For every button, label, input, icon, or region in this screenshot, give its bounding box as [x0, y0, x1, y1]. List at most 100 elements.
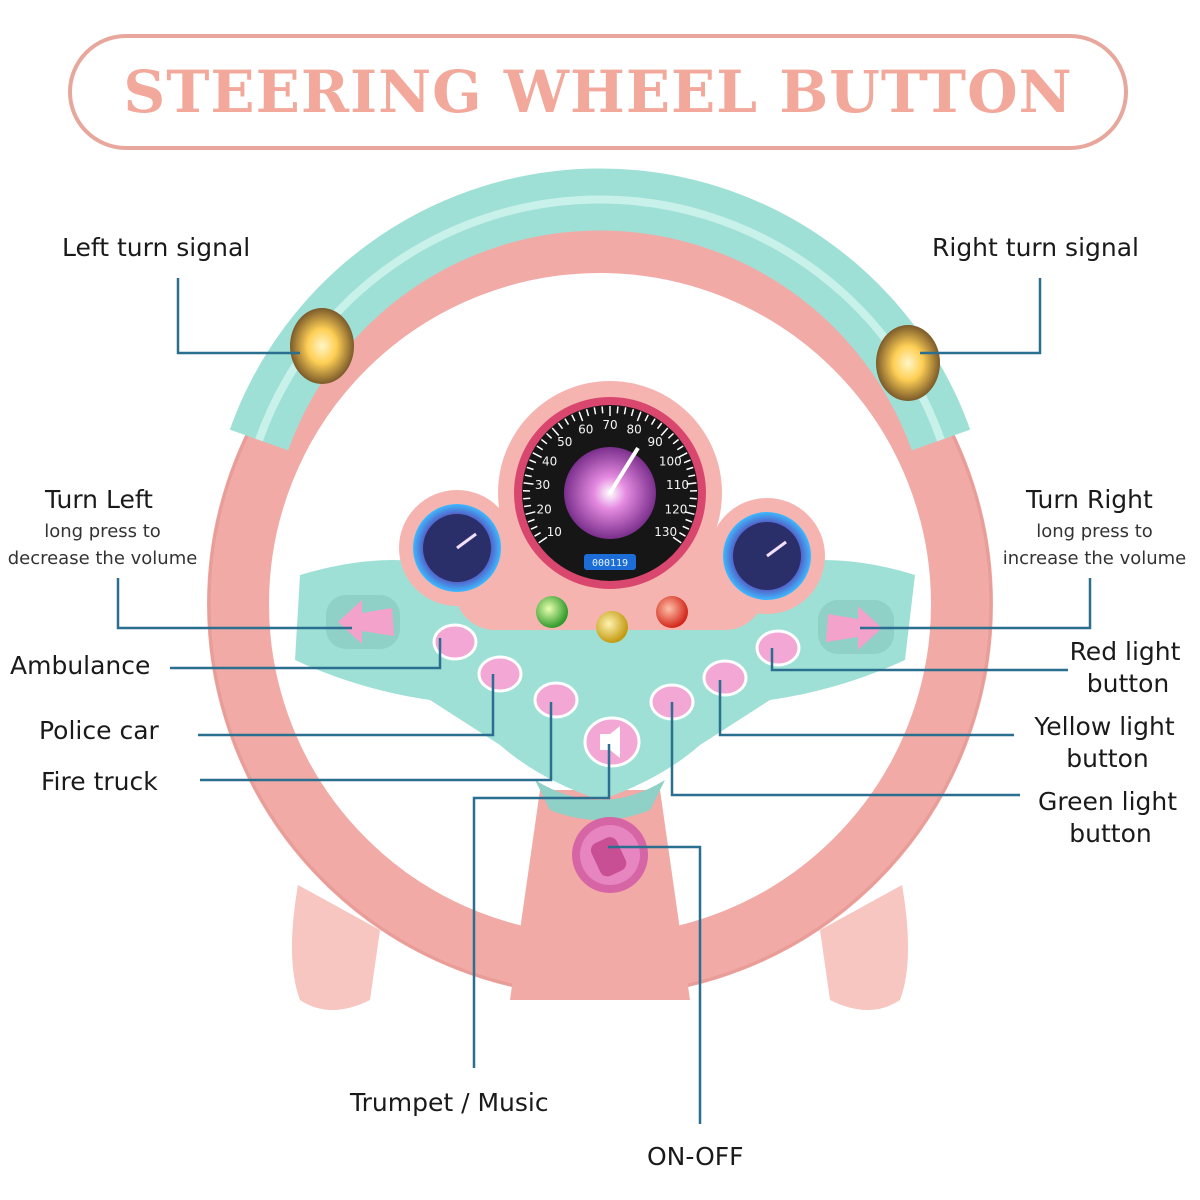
- speed-tick-mark: [686, 466, 694, 471]
- speed-tick-mark: [656, 422, 663, 430]
- speed-tick-mark: [523, 482, 534, 485]
- speed-tick-label: 30: [535, 478, 550, 492]
- speed-tick-mark: [578, 411, 584, 422]
- horn-icon: [600, 726, 620, 758]
- speed-tick-mark: [540, 438, 548, 445]
- label-turn-right-note-1: long press to: [1036, 521, 1153, 542]
- red-led: [656, 596, 688, 628]
- label-turn-left: Turn Left: [45, 485, 153, 514]
- speed-tick-mark: [672, 438, 680, 445]
- fire-truck-button[interactable]: [533, 681, 579, 719]
- ambulance-button[interactable]: [432, 623, 478, 661]
- label-left-turn-signal: Left turn signal: [62, 233, 251, 262]
- speed-tick-label: 120: [664, 503, 687, 517]
- speed-tick-mark: [530, 525, 538, 530]
- speed-tick-mark: [526, 466, 534, 471]
- speed-tick-mark: [557, 422, 564, 430]
- speed-tick-mark: [667, 432, 675, 439]
- odometer-text: 000119: [592, 558, 628, 569]
- green-led: [536, 596, 568, 628]
- speed-tick-mark: [564, 418, 570, 425]
- speed-tick-mark: [676, 445, 684, 451]
- speed-tick-mark: [683, 459, 691, 464]
- label-right-turn-signal: Right turn signal: [932, 233, 1140, 262]
- yellow-light-button[interactable]: [702, 659, 748, 697]
- speed-tick-label: 70: [602, 418, 617, 432]
- speed-tick-mark: [545, 432, 553, 439]
- police-car-button[interactable]: [477, 655, 523, 693]
- label-trumpet-music: Trumpet / Music: [350, 1088, 549, 1117]
- right-arrow-icon: [826, 606, 882, 650]
- speed-tick-mark: [644, 414, 649, 422]
- speed-tick-mark: [551, 427, 560, 436]
- speed-tick-mark: [616, 406, 619, 414]
- control-panel: [295, 560, 915, 800]
- speed-tick-mark: [585, 408, 590, 417]
- left-arrow-icon: [338, 600, 394, 644]
- turn-right-button[interactable]: [818, 600, 894, 654]
- label-police-car: Police car: [39, 716, 159, 745]
- speedometer-needle: [608, 446, 640, 495]
- speed-tick-mark: [571, 414, 576, 422]
- speed-tick-mark: [688, 504, 697, 508]
- speed-tick-mark: [525, 511, 536, 516]
- speed-tick-label: 10: [547, 525, 562, 539]
- speed-tick-mark: [679, 532, 686, 537]
- speed-tick-mark: [630, 408, 635, 417]
- title-banner: STEERING WHEEL BUTTON: [68, 34, 1128, 150]
- label-turn-right-note-2: increase the volume: [1002, 548, 1187, 569]
- speed-tick-label: 20: [536, 503, 551, 517]
- left-foot: [291, 885, 380, 1010]
- speed-tick-mark: [536, 445, 544, 451]
- label-turn-right: Turn Right: [1026, 485, 1153, 514]
- speed-tick-mark: [689, 497, 697, 500]
- speed-tick-mark: [532, 452, 543, 459]
- speed-tick-label: 80: [627, 422, 642, 436]
- speed-tick-mark: [529, 459, 537, 464]
- speed-tick-mark: [601, 406, 604, 414]
- speed-tick-mark: [527, 518, 535, 523]
- speed-tick-mark: [538, 536, 548, 544]
- left-turn-light-icon: [290, 308, 354, 384]
- speed-tick-mark: [650, 418, 656, 425]
- label-on-off: ON-OFF: [647, 1142, 744, 1171]
- label-yellow-light: Yellow light: [1034, 712, 1175, 741]
- label-red-light-button: button: [1086, 669, 1170, 698]
- label-fire-truck: Fire truck: [41, 767, 158, 796]
- leader-lines: [116, 278, 1092, 1124]
- label-turn-left-note-2: decrease the volume: [7, 548, 198, 569]
- speed-tick-mark: [534, 532, 541, 537]
- label-green-light: Green light: [1037, 787, 1178, 816]
- speed-tick-mark: [523, 497, 531, 500]
- label-turn-left-note-1: long press to: [44, 521, 161, 542]
- speed-tick-label: 50: [557, 435, 572, 449]
- speed-tick-mark: [688, 474, 696, 478]
- speed-tick-mark: [682, 525, 690, 530]
- label-red-light: Red light: [1069, 637, 1181, 666]
- label-yellow-light-button: button: [1066, 744, 1149, 773]
- speed-tick-mark: [523, 504, 532, 508]
- label-ambulance: Ambulance: [10, 651, 151, 680]
- speed-tick-mark: [524, 474, 532, 478]
- speed-tick-mark: [660, 427, 669, 436]
- speed-tick-mark: [686, 482, 697, 485]
- turn-left-button[interactable]: [326, 595, 400, 649]
- speed-tick-label: 110: [666, 478, 689, 492]
- speed-tick-label: 40: [542, 455, 557, 469]
- speed-tick-mark: [677, 452, 688, 459]
- page-title: STEERING WHEEL BUTTON: [123, 58, 1073, 126]
- speed-tick-mark: [623, 407, 627, 415]
- speed-tick-mark: [672, 536, 682, 544]
- speed-tick-mark: [593, 407, 597, 415]
- speed-tick-label: 130: [654, 525, 677, 539]
- odometer: [584, 554, 636, 570]
- speed-tick-mark: [636, 411, 642, 422]
- right-foot: [820, 885, 909, 1010]
- speed-tick-label: 60: [578, 422, 593, 436]
- label-green-light-button: button: [1069, 819, 1152, 848]
- speed-tick-mark: [685, 518, 693, 523]
- red-light-button[interactable]: [755, 629, 801, 667]
- yellow-led: [596, 611, 628, 643]
